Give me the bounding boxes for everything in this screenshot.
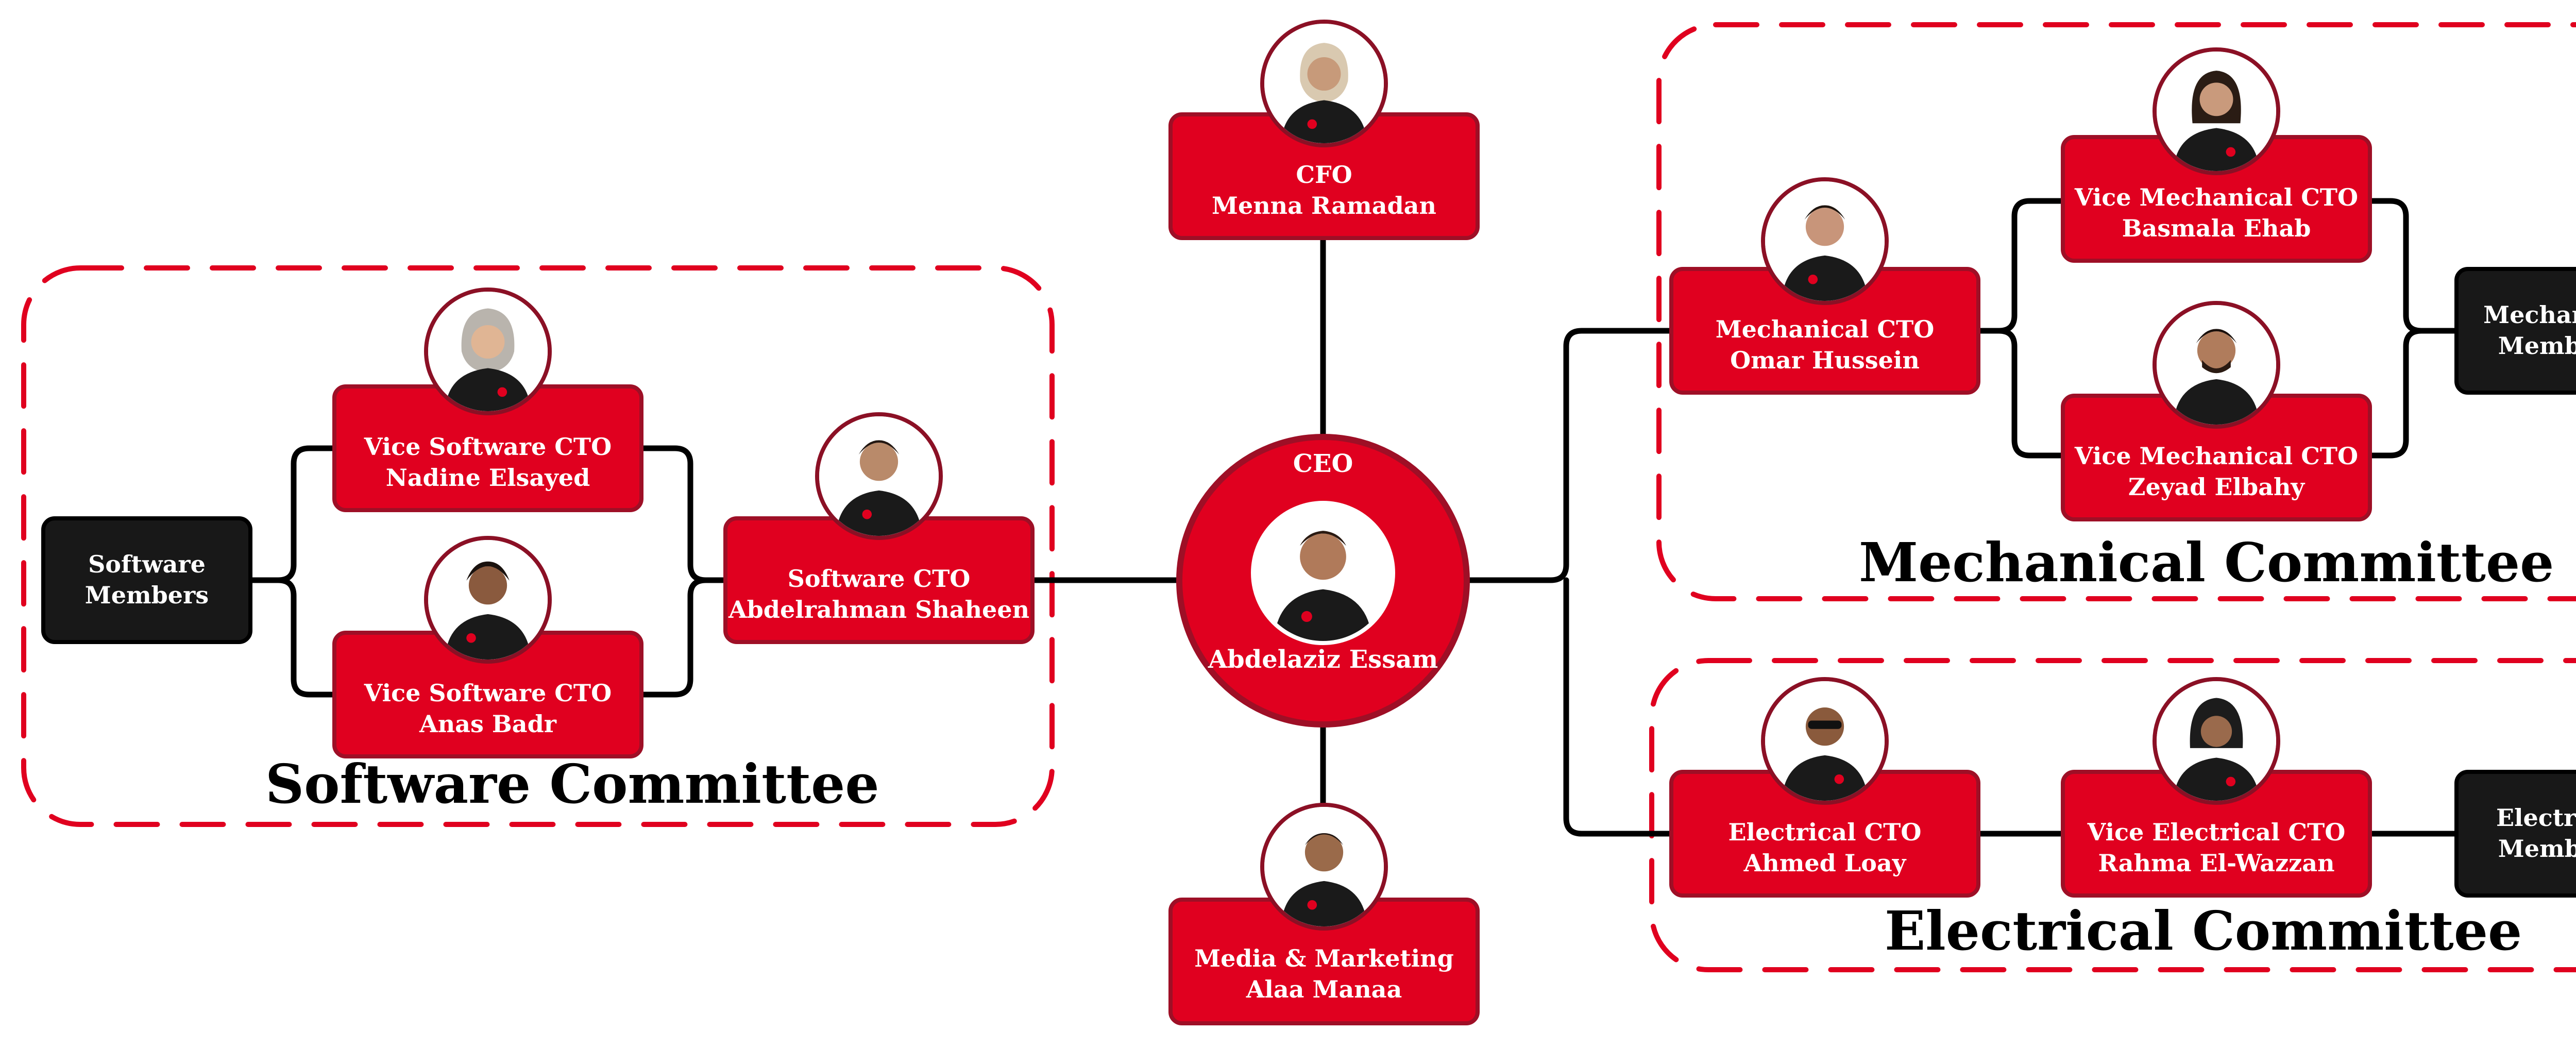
- software-cto-name: Abdelrahman Shaheen: [728, 596, 1030, 623]
- media-name: Alaa Manaa: [1246, 975, 1402, 1003]
- vice-software-cto-2-name: Anas Badr: [419, 710, 556, 738]
- mechanical-members-node[interactable]: Mechanical Members: [2454, 267, 2576, 395]
- vice-software-cto-1-title: Vice Software CTO: [364, 433, 612, 461]
- electrical-members-node[interactable]: Electrical Members: [2454, 770, 2576, 898]
- vice-electrical-cto-title: Vice Electrical CTO: [2087, 818, 2346, 847]
- software-cto-title: Software CTO: [787, 565, 971, 593]
- electrical-committee-title: Electrical Committee: [1885, 899, 2522, 962]
- vice-electrical-cto-person-photo-icon: [2153, 677, 2280, 805]
- vice-mechanical-cto-1-name: Basmala Ehab: [2122, 214, 2311, 242]
- vice-software-cto-2-title: Vice Software CTO: [364, 679, 612, 707]
- software-members-line1: Software: [88, 550, 206, 579]
- electrical-cto-person-photo-icon: [1761, 677, 1889, 805]
- vice-mechanical-cto-1-title: Vice Mechanical CTO: [2074, 183, 2359, 212]
- mechanical-cto-name: Omar Hussein: [1730, 346, 1920, 374]
- cfo-person-photo-icon: [1260, 20, 1388, 147]
- software-committee-title: Software Committee: [265, 752, 879, 816]
- ceo-person-photo-icon: [1251, 501, 1395, 645]
- electrical-members-line2: Members: [2498, 835, 2576, 863]
- software-cto-person-photo-icon: [815, 412, 943, 540]
- electrical-committee-frame: [1649, 658, 2576, 972]
- electrical-cto-title: Electrical CTO: [1728, 818, 1922, 847]
- electrical-members-line1: Electrical: [2496, 804, 2576, 832]
- software-members-line2: Members: [84, 581, 209, 609]
- vice-mechanical-cto-1-person-photo-icon: [2153, 47, 2280, 175]
- mechanical-members-line1: Mechanical: [2483, 301, 2576, 329]
- mechanical-cto-title: Mechanical CTO: [1715, 315, 1935, 344]
- electrical-cto-name: Ahmed Loay: [1743, 849, 1906, 877]
- vice-mechanical-cto-2-person-photo-icon: [2153, 301, 2280, 429]
- mechanical-cto-person-photo-icon: [1761, 177, 1889, 305]
- ceo-title: CEO: [1293, 449, 1353, 478]
- media-node[interactable]: Media & Marketing Alaa Manaa: [1168, 898, 1480, 1025]
- vice-software-cto-1-person-photo-icon: [424, 288, 552, 415]
- vice-software-cto-2-person-photo-icon: [424, 536, 552, 664]
- vice-software-cto-1-name: Nadine Elsayed: [385, 464, 590, 492]
- mechanical-committee-title: Mechanical Committee: [1859, 531, 2554, 594]
- software-members-node[interactable]: Software Members: [41, 516, 252, 644]
- cfo-title: CFO: [1296, 161, 1352, 189]
- media-person-photo-icon: [1260, 803, 1388, 931]
- vice-mechanical-cto-2-title: Vice Mechanical CTO: [2074, 442, 2359, 470]
- mechanical-members-line2: Members: [2498, 332, 2576, 360]
- cfo-name: Menna Ramadan: [1212, 192, 1436, 219]
- ceo-name: Abdelaziz Essam: [1208, 645, 1438, 674]
- vice-mechanical-cto-2-name: Zeyad Elbahy: [2128, 473, 2305, 501]
- vice-electrical-cto-name: Rahma El-Wazzan: [2098, 849, 2335, 877]
- software-committee-frame: [21, 265, 1055, 827]
- mechanical-committee-frame: [1656, 22, 2576, 601]
- media-title: Media & Marketing: [1194, 944, 1454, 973]
